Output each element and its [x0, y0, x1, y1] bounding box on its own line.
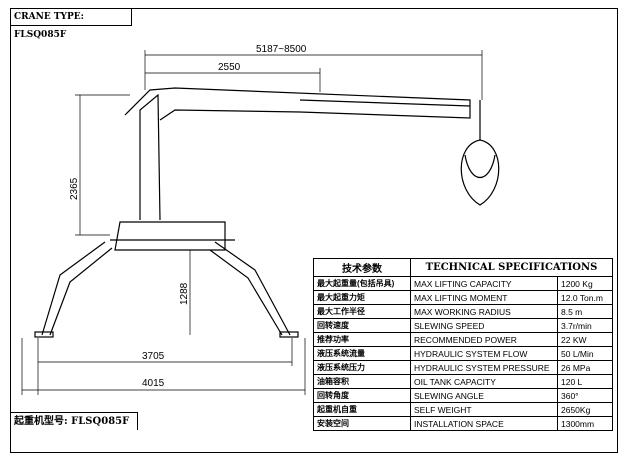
- spec-value: 2650Kg: [557, 402, 613, 417]
- dimension-lines: [21, 50, 483, 395]
- spec-cn: 油箱容积: [313, 374, 411, 389]
- spec-value: 1200 Kg: [557, 276, 613, 291]
- spec-value: 26 MPa: [557, 360, 613, 375]
- spec-value: 360°: [557, 388, 613, 403]
- spec-header: 技术参数 TECHNICAL SPECIFICATIONS: [313, 258, 613, 277]
- crane-structure: [34, 87, 500, 338]
- spec-value: 120 L: [557, 374, 613, 389]
- spec-en: SLEWING SPEED: [410, 318, 558, 333]
- spec-en: RECOMMENDED POWER: [410, 332, 558, 347]
- spec-value: 50 L/Min: [557, 346, 613, 361]
- spec-en: MAX LIFTING MOMENT: [410, 290, 558, 305]
- spec-cn: 起重机自重: [313, 402, 411, 417]
- dim-leg-height: 1288: [179, 282, 190, 305]
- spec-value: 8.5 m: [557, 304, 613, 319]
- spec-en: HYDRAULIC SYSTEM FLOW: [410, 346, 558, 361]
- spec-en: INSTALLATION SPACE: [410, 416, 558, 431]
- spec-cn: 推荐功率: [313, 332, 411, 347]
- spec-cn: 安装空间: [313, 416, 411, 431]
- spec-cn: 最大工作半径: [313, 304, 411, 319]
- dim-outer-span: 4015: [142, 378, 165, 389]
- spec-table: 技术参数 TECHNICAL SPECIFICATIONS 最大起重量(包括吊具…: [313, 258, 613, 431]
- crane-type-label: CRANE TYPE: FLSQ085F: [10, 8, 132, 40]
- spec-header-en: TECHNICAL SPECIFICATIONS: [410, 258, 613, 277]
- spec-en: MAX LIFTING CAPACITY: [410, 276, 558, 291]
- spec-cn: 最大起重量(包括吊具): [313, 276, 411, 291]
- spec-cn: 回转角度: [313, 388, 411, 403]
- spec-cn: 回转速度: [313, 318, 411, 333]
- spec-value: 12.0 Ton.m: [557, 290, 613, 305]
- dim-height: 2365: [69, 177, 80, 200]
- spec-cn: 最大起重力矩: [313, 290, 411, 305]
- dim-inner-span: 3705: [142, 351, 165, 362]
- spec-header-cn: 技术参数: [313, 258, 411, 277]
- spec-value: 1300mm: [557, 416, 613, 431]
- spec-en: SLEWING ANGLE: [410, 388, 558, 403]
- spec-value: 22 KW: [557, 332, 613, 347]
- spec-cn: 液压系统流量: [313, 346, 411, 361]
- spec-en: MAX WORKING RADIUS: [410, 304, 558, 319]
- dim-boom-base: 2550: [218, 62, 241, 73]
- spec-en: SELF WEIGHT: [410, 402, 558, 417]
- spec-cn: 液压系统压力: [313, 360, 411, 375]
- spec-en: OIL TANK CAPACITY: [410, 374, 558, 389]
- spec-en: HYDRAULIC SYSTEM PRESSURE: [410, 360, 558, 375]
- spec-value: 3.7r/min: [557, 318, 613, 333]
- model-label: 起重机型号: FLSQ085F: [10, 412, 138, 430]
- dim-reach: 5187~8500: [256, 44, 307, 55]
